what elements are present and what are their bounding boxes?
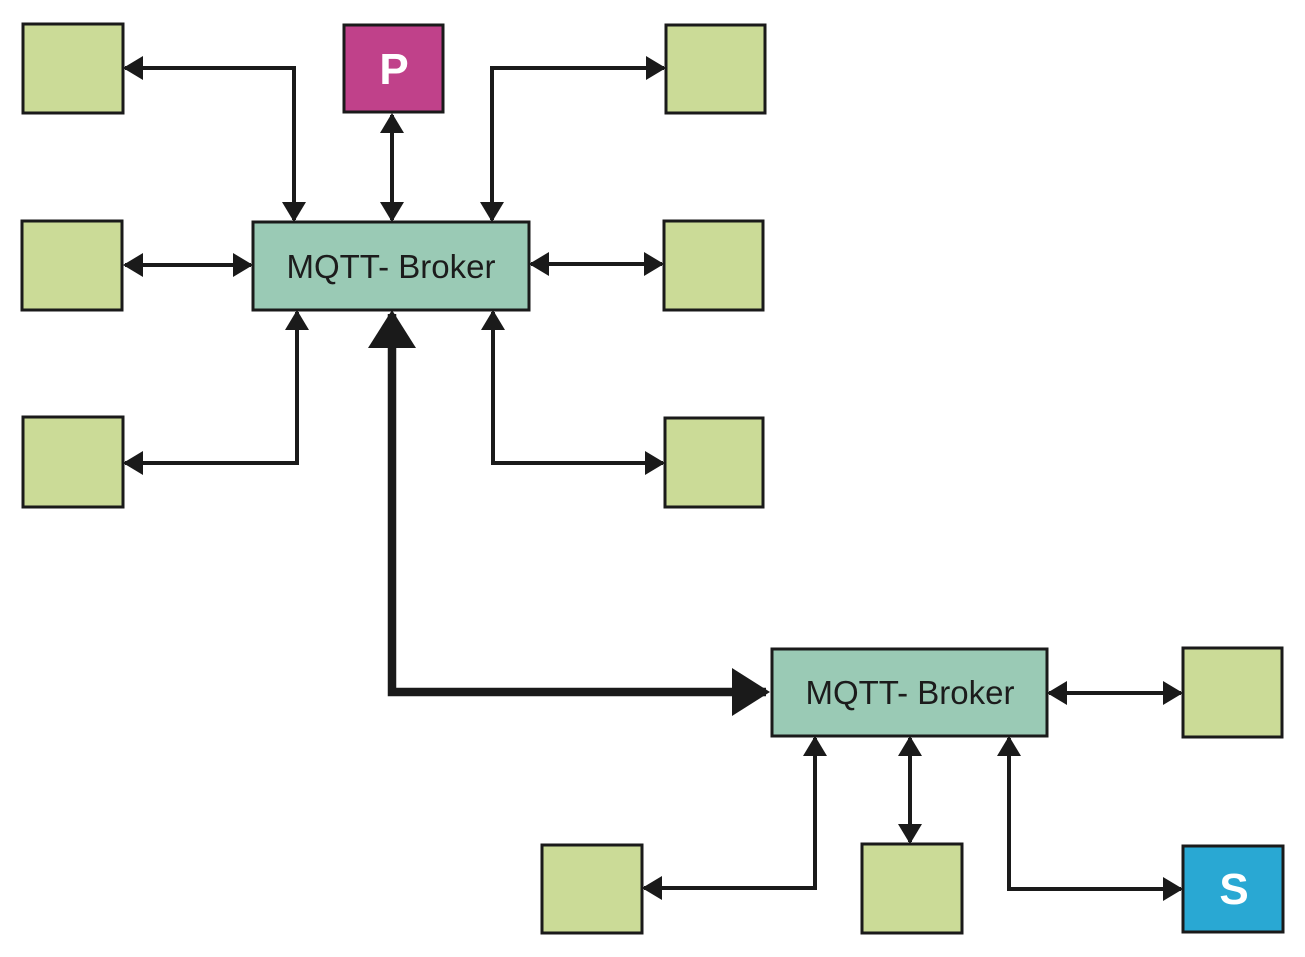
edge-broker1-client-bottom-left [123, 310, 309, 475]
broker1-label: MQTT- Broker [286, 248, 495, 285]
broker2-node [770, 647, 1049, 738]
subscriber-label: S [1219, 865, 1248, 914]
client-node-right [1181, 646, 1284, 739]
client-node-mid-right [662, 219, 765, 312]
client-node-mid-left [20, 219, 124, 312]
edge-broker2-subscriber [997, 736, 1183, 901]
client-node-top-left [21, 22, 125, 115]
subscriber-node [1181, 844, 1285, 934]
edge-broker1-client-top-right [480, 56, 666, 222]
publisher-node [342, 23, 445, 114]
client-node-lower-middle [860, 842, 964, 935]
client-node-bottom-left [21, 415, 125, 509]
edge-broker1-client-bottom-right [481, 310, 665, 475]
edge-broker1-client-top-left [123, 56, 306, 222]
broker2-label: MQTT- Broker [805, 674, 1014, 711]
client-node-lower-left [540, 843, 644, 935]
client-node-bottom-right [663, 416, 765, 509]
edge-broker2-client-lower-left [642, 736, 827, 900]
broker1-node [251, 220, 531, 312]
client-node-top-right [664, 23, 767, 115]
edge-broker1-broker2-bridge [368, 310, 770, 716]
publisher-label: P [379, 45, 408, 94]
